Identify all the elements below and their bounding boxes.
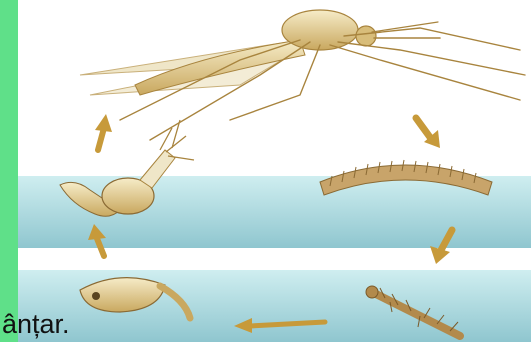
- arrow-adult-to-eggs: [416, 118, 440, 148]
- caption-text: ânțar.: [2, 311, 70, 338]
- adult-mosquito: [80, 10, 525, 140]
- arrow-emerging-to-adult: [95, 114, 112, 150]
